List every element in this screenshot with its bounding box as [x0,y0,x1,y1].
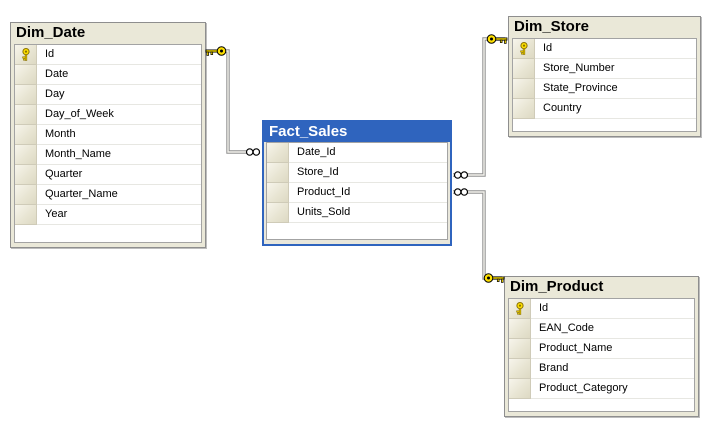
table-row[interactable]: State_Province [513,79,696,99]
row-selector[interactable] [15,145,37,165]
table-row[interactable]: Date [15,65,201,85]
column-name: Day [37,85,201,105]
table-row[interactable]: Product_Category [509,379,694,399]
primary-key-end-icon[interactable] [483,272,505,284]
row-selector-primary-key[interactable] [15,45,37,65]
row-selector[interactable] [267,183,289,203]
column-name: Month [37,125,201,145]
column-name: Brand [531,359,694,379]
column-name: Store_Number [535,59,696,79]
column-name: Product_Name [531,339,694,359]
row-selector[interactable] [513,79,535,99]
table-row[interactable]: Id [15,45,201,65]
column-name: Units_Sold [289,203,447,223]
column-name: Date [37,65,201,85]
table-row[interactable]: Store_Number [513,59,696,79]
table-row[interactable]: Country [513,99,696,119]
column-name: Id [535,39,696,59]
table-title-dim-product[interactable]: Dim_Product [505,277,698,297]
table-row[interactable]: Id [513,39,696,59]
table-row[interactable]: Quarter_Name [15,185,201,205]
row-selector[interactable] [15,105,37,125]
column-name: EAN_Code [531,319,694,339]
table-row[interactable]: Units_Sold [267,203,447,223]
row-selector[interactable] [513,59,535,79]
table-title-dim-date[interactable]: Dim_Date [11,23,205,43]
table-title-dim-store[interactable]: Dim_Store [509,17,700,37]
table-row[interactable]: Year [15,205,201,225]
table-row[interactable]: Product_Name [509,339,694,359]
row-selector[interactable] [15,85,37,105]
table-row[interactable]: Date_Id [267,143,447,163]
column-name: Year [37,205,201,225]
column-name: Quarter_Name [37,185,201,205]
row-selector[interactable] [15,165,37,185]
relationship-dim-store-fact-sales[interactable] [453,37,505,177]
table-row[interactable]: Month [15,125,201,145]
row-selector[interactable] [513,99,535,119]
primary-key-end-icon[interactable] [205,45,227,57]
row-selector[interactable] [267,163,289,183]
table-row[interactable]: Day_of_Week [15,105,201,125]
column-name: Country [535,99,696,119]
row-selector[interactable] [509,319,531,339]
primary-key-icon [21,48,30,61]
relationship-dim-product-fact-sales[interactable] [453,190,502,280]
table-row[interactable]: EAN_Code [509,319,694,339]
column-name: Day_of_Week [37,105,201,125]
column-name: Product_Category [531,379,694,399]
row-selector[interactable] [509,339,531,359]
column-name: Month_Name [37,145,201,165]
row-selector[interactable] [15,125,37,145]
row-selector[interactable] [15,185,37,205]
table-row[interactable]: Store_Id [267,163,447,183]
table-row[interactable]: Day [15,85,201,105]
column-name: Id [37,45,201,65]
table-row[interactable]: Brand [509,359,694,379]
row-selector[interactable] [267,203,289,223]
infinity-many-end-icon[interactable] [245,147,261,157]
column-name: Quarter [37,165,201,185]
infinity-many-end-icon[interactable] [453,187,469,197]
table-row[interactable]: Id [509,299,694,319]
table-row[interactable]: Quarter [15,165,201,185]
row-selector[interactable] [509,359,531,379]
column-name: State_Province [535,79,696,99]
primary-key-end-icon[interactable] [486,33,508,45]
primary-key-icon [515,302,524,315]
row-selector-primary-key[interactable] [509,299,531,319]
infinity-many-end-icon[interactable] [453,170,469,180]
row-selector[interactable] [509,379,531,399]
row-selector[interactable] [15,65,37,85]
table-row[interactable]: Product_Id [267,183,447,203]
column-name: Store_Id [289,163,447,183]
row-selector[interactable] [267,143,289,163]
column-name: Date_Id [289,143,447,163]
primary-key-icon [519,42,528,55]
table-title-fact-sales[interactable]: Fact_Sales [264,122,450,142]
row-selector[interactable] [15,205,37,225]
column-name: Product_Id [289,183,447,203]
column-name: Id [531,299,694,319]
row-selector-primary-key[interactable] [513,39,535,59]
table-row[interactable]: Month_Name [15,145,201,165]
relationship-dim-date-fact-sales[interactable] [223,49,260,154]
